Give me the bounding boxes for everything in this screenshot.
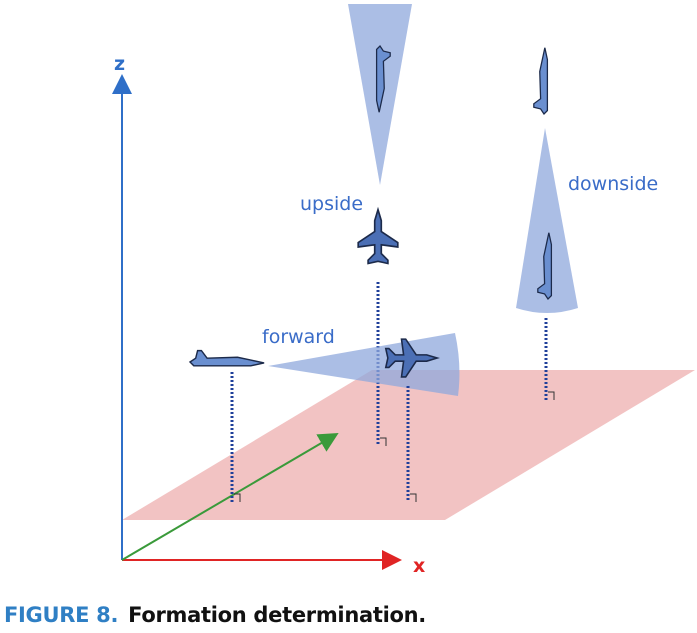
caption-text: Formation determination. — [128, 603, 426, 627]
figure-caption: FIGURE 8. Formation determination. — [4, 603, 426, 627]
figure-number: FIGURE 8. — [4, 603, 119, 627]
z-axis-label: z — [114, 53, 125, 75]
y-axis — [121, 432, 339, 561]
downside-label: downside — [568, 173, 658, 195]
downside-cone — [516, 128, 578, 313]
ground-plane — [122, 370, 695, 520]
x-axis-label: x — [413, 555, 425, 577]
downside-leader-jet-icon — [533, 47, 549, 115]
upside-label: upside — [300, 193, 363, 215]
forward-leader-jet-icon — [189, 349, 265, 367]
forward-label: forward — [262, 326, 335, 348]
upside-leader-jet-icon — [357, 208, 399, 265]
